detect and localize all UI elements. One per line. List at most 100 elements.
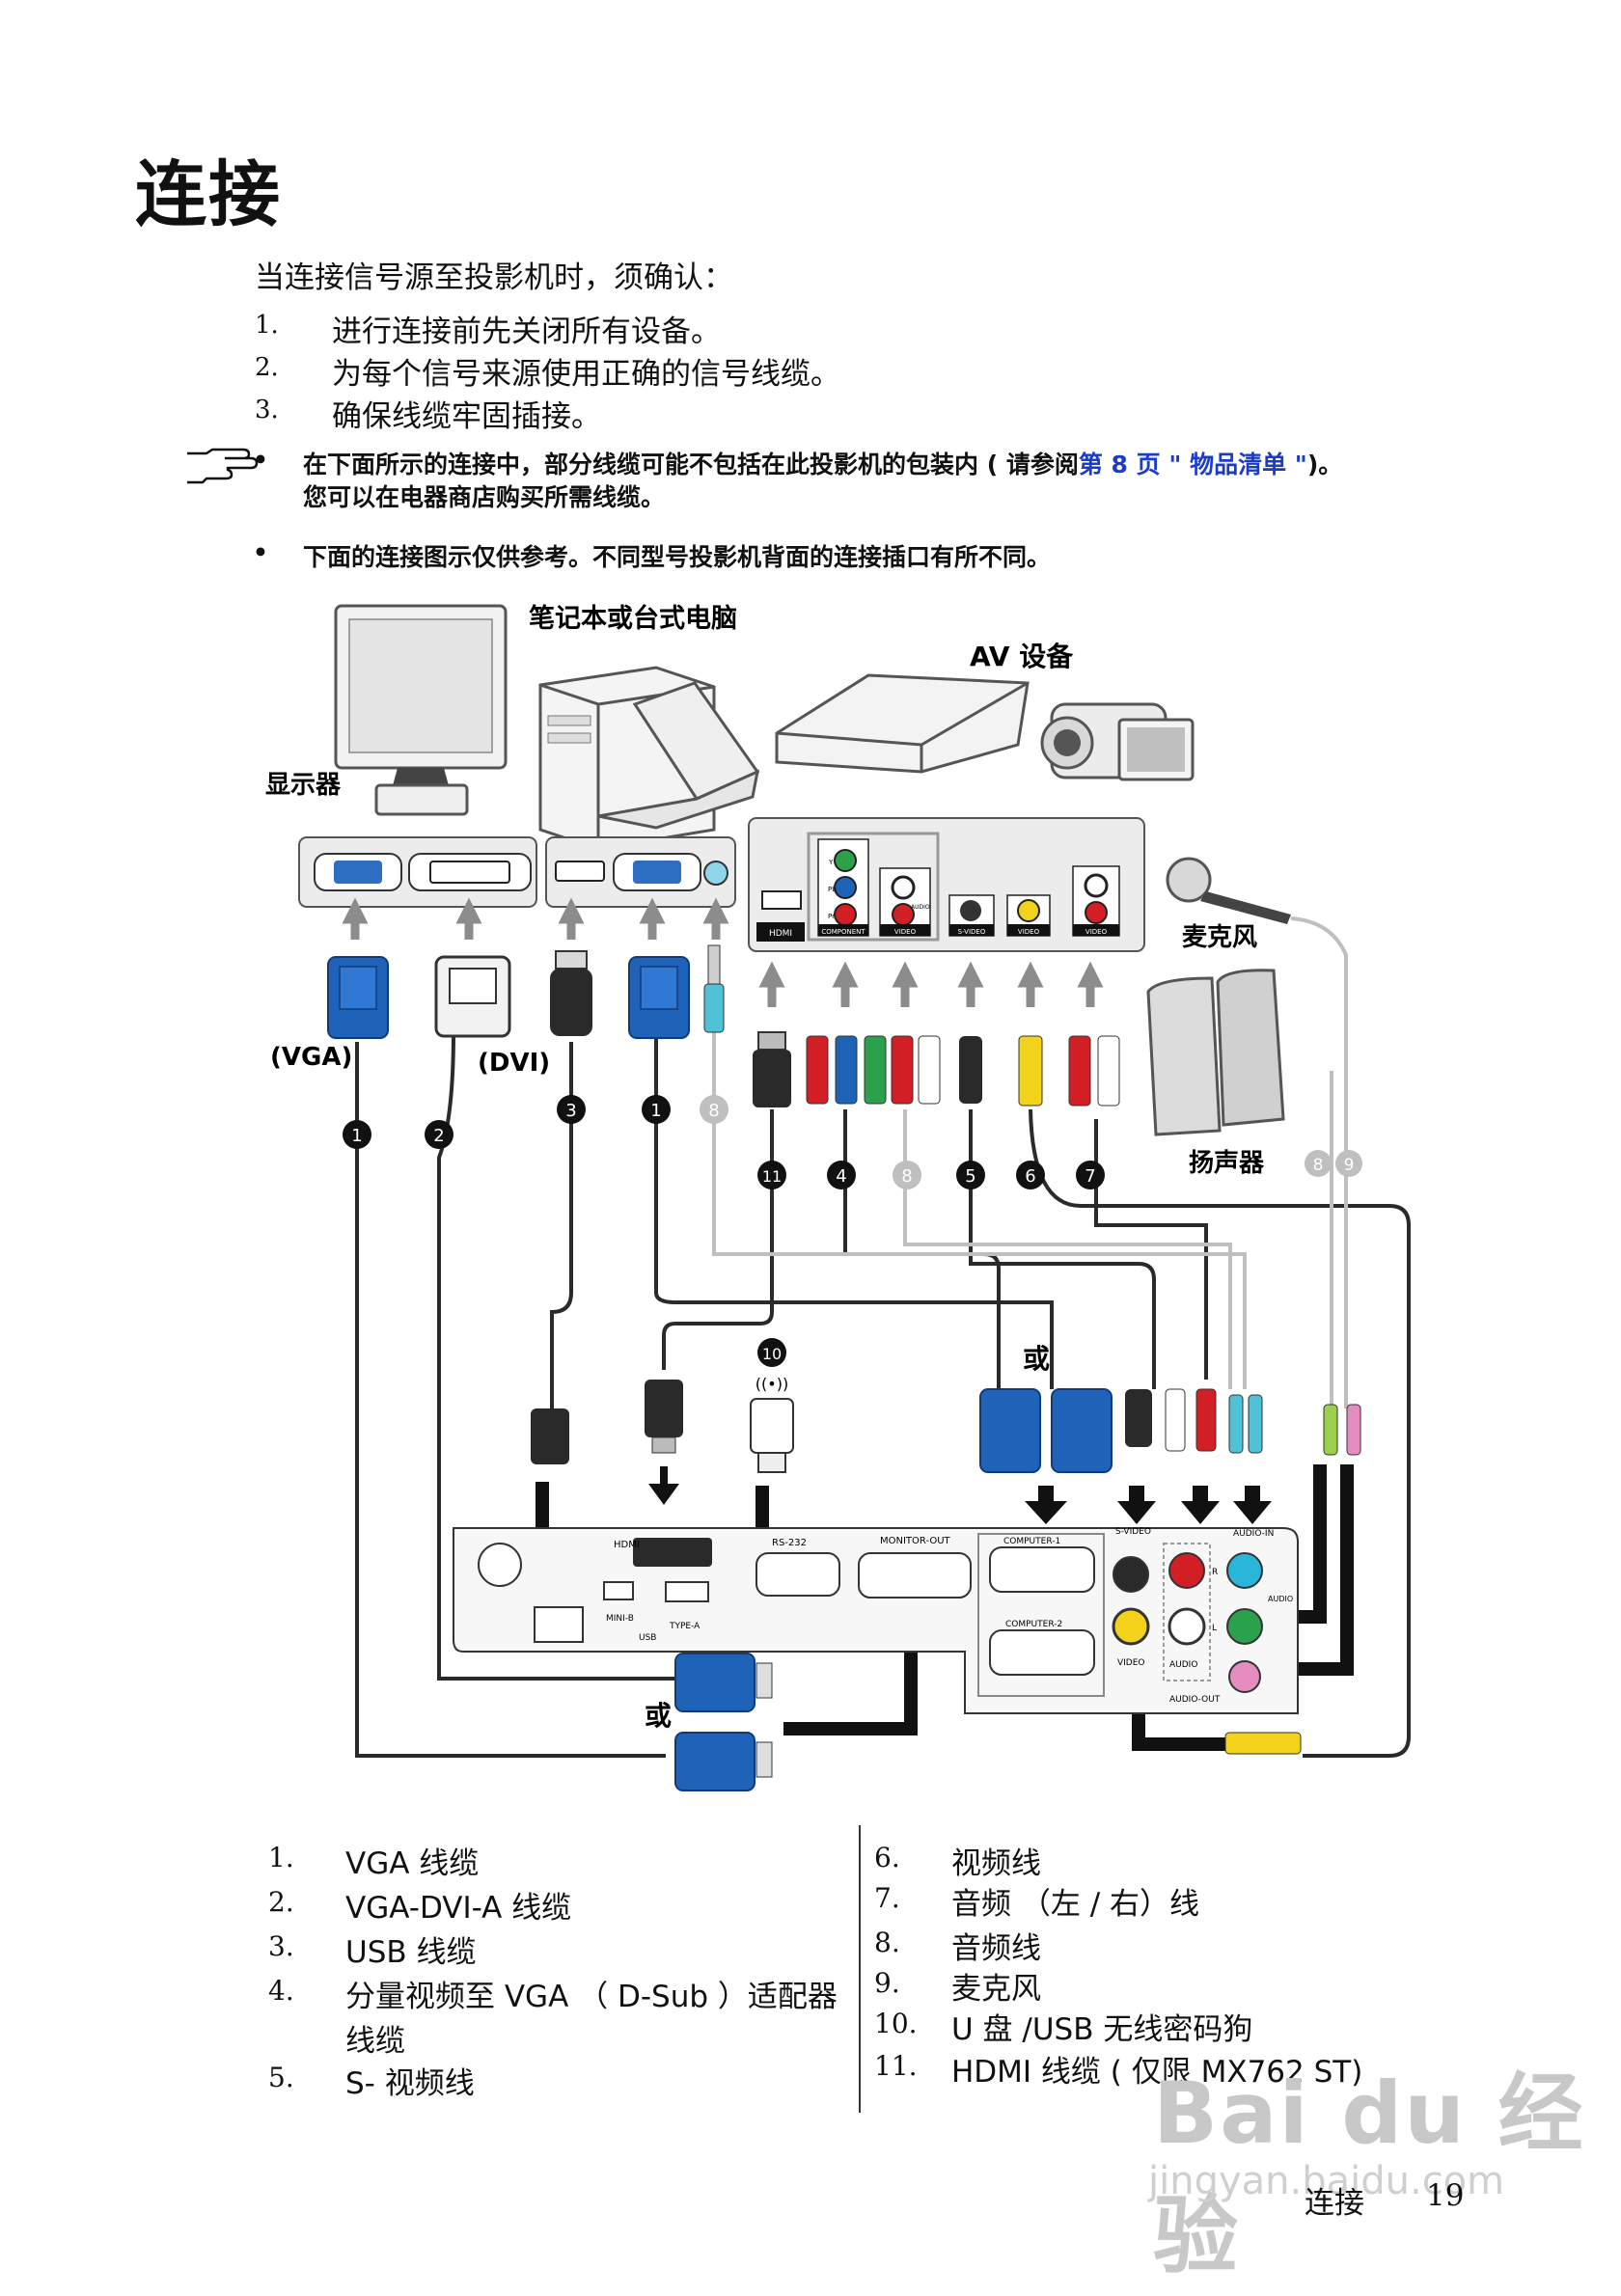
- step-number: 3.: [255, 396, 279, 424]
- legend-text: 视频线: [951, 1846, 1041, 1881]
- dvi-connector: [434, 955, 511, 1038]
- cables: [355, 1031, 1411, 1758]
- vga-label: (VGA): [270, 1043, 352, 1072]
- legend-text: U 盘 /USB 无线密码狗: [951, 2012, 1253, 2047]
- type-a-label: TYPE-A: [669, 1622, 701, 1631]
- or-label-1: 或: [1023, 1343, 1050, 1375]
- legend-num: 6.: [874, 1842, 900, 1873]
- yellow-rca-plug: [1224, 1732, 1302, 1755]
- computer-label: 笔记本或台式电脑: [529, 603, 737, 634]
- legend-num: 1.: [268, 1842, 294, 1873]
- item-list-link[interactable]: 第 8 页 " 物品清单 ": [1078, 451, 1307, 478]
- down-arrows: [648, 1466, 1272, 1524]
- monitor-icon: [334, 604, 508, 816]
- note-1-text: 在下面所示的连接中，部分线缆可能不包括在此投影机的包装内 ( 请参阅: [303, 451, 1079, 478]
- footer-section: 连接: [1305, 2186, 1364, 2221]
- svg-text:1: 1: [650, 1101, 661, 1121]
- proj-svideo-label: S-VIDEO: [1115, 1527, 1151, 1537]
- page-number: 19: [1426, 2178, 1465, 2213]
- legend-num: 5.: [268, 2062, 294, 2093]
- laptop-icon: [597, 681, 760, 830]
- component-rca-connectors: [806, 1035, 941, 1105]
- svg-text:4: 4: [836, 1166, 846, 1187]
- projector-back-panel: HDMI MINI-B TYPE-A USB RS-232 MONITOR-OU…: [453, 1527, 1299, 1714]
- av-device-label: AV 设备: [970, 641, 1074, 672]
- bullet: •: [253, 446, 268, 474]
- svg-text:6: 6: [1025, 1166, 1035, 1187]
- pr-label: Pr: [828, 913, 835, 920]
- legend-num: 8.: [874, 1927, 900, 1958]
- speaker-icon: [1146, 969, 1285, 1136]
- step-text: 为每个信号来源使用正确的信号线缆。: [332, 357, 840, 392]
- audio-rca-plugs-lower: [1165, 1388, 1361, 1456]
- legend-num: 7.: [874, 1882, 900, 1914]
- svg-text:5: 5: [965, 1166, 975, 1187]
- cable-markers: 1 2 3 1 8 11 4 8 5 6 8 9 7 10: [343, 1095, 1362, 1367]
- legend-left: 1.VGA 线缆 2.VGA-DVI-A 线缆 3.USB 线缆 4.分量视频至…: [268, 1839, 847, 2128]
- proj-video-label: VIDEO: [1117, 1658, 1145, 1668]
- svg-text:2: 2: [433, 1126, 444, 1146]
- audio-out-label: AUDIO-OUT: [1169, 1695, 1221, 1705]
- svg-text:8: 8: [1313, 1156, 1324, 1175]
- audio-small-label: AUDIO: [911, 904, 930, 911]
- legend-text: 线缆: [345, 2024, 405, 2059]
- audio-cables: [712, 984, 1348, 1408]
- note-1-tail: )。: [1306, 451, 1343, 478]
- svg-text:8: 8: [901, 1166, 912, 1187]
- note-1: 在下面所示的连接中，部分线缆可能不包括在此投影机的包装内 ( 请参阅第 8 页 …: [303, 446, 1342, 480]
- camcorder-icon: [1040, 702, 1195, 781]
- legend-text: 音频 （左 / 右）线: [951, 1887, 1200, 1922]
- proj-hdmi-label: HDMI: [614, 1540, 640, 1550]
- svg-text:7: 7: [1085, 1166, 1095, 1187]
- computer2-label: COMPUTER-2: [1005, 1620, 1062, 1629]
- intro-text: 当连接信号源至投影机时，须确认：: [255, 260, 733, 295]
- r-label: R: [1212, 1568, 1218, 1577]
- svg-text:8: 8: [708, 1101, 719, 1121]
- hdmi-port-label: HDMI: [769, 929, 792, 939]
- usb-label: USB: [639, 1633, 656, 1643]
- watermark-logo: Bai du 经验: [1153, 2064, 1585, 2285]
- legend-divider: [859, 1825, 861, 2113]
- legend-text: 麦克风: [951, 1972, 1041, 2007]
- legend-num: 4.: [268, 1975, 294, 2007]
- dvd-player-icon: [775, 673, 1030, 774]
- dvi-label: (DVI): [478, 1049, 550, 1078]
- video-port-label-3: VIDEO: [1085, 928, 1108, 936]
- legend-num: 9.: [874, 1967, 900, 1999]
- legend-text: HDMI 线缆 ( 仅限 MX762 ST): [951, 2055, 1363, 2090]
- video-rca-connectors: [1018, 1035, 1120, 1107]
- svideo-port-label: S-VIDEO: [958, 928, 986, 936]
- usb-dongle-icon: ((•)): [750, 1375, 794, 1473]
- or-label-2: 或: [645, 1700, 672, 1732]
- vga-connector-2: [628, 956, 690, 1039]
- page-title: 连接: [135, 153, 282, 236]
- pointing-hand-icon: [183, 444, 261, 490]
- step-text: 确保线缆牢固插接。: [332, 399, 601, 434]
- legend-num: 2.: [268, 1886, 294, 1918]
- legend-text: 分量视频至 VGA （ D-Sub ）适配器: [345, 1980, 838, 2014]
- legend-text: VGA 线缆: [345, 1846, 480, 1881]
- svg-text:1: 1: [351, 1126, 362, 1146]
- legend-text: USB 线缆: [345, 1935, 477, 1970]
- legend-right: 6.视频线 7.音频 （左 / 右）线 8.音频线 9.麦克风 10.U 盘 /…: [874, 1839, 1453, 2128]
- microphone-label: 麦克风: [1182, 923, 1257, 952]
- svg-text:10: 10: [762, 1345, 782, 1363]
- hdmi-plug-lower: [645, 1380, 683, 1454]
- step-number: 2.: [255, 353, 279, 382]
- av-port-panel: HDMI Y Pb Pr COMPONENT VIDEO AUDIO S-VID…: [748, 817, 1145, 952]
- audio-jack-connector: [703, 944, 725, 1033]
- video-port-label-2: VIDEO: [1018, 928, 1040, 936]
- vga-connectors-component: [979, 1388, 1113, 1473]
- component-port-label: COMPONENT: [821, 928, 865, 936]
- svideo-connector: [959, 1036, 982, 1104]
- svg-text:11: 11: [762, 1167, 782, 1186]
- step-number: 1.: [255, 311, 279, 340]
- step-text: 进行连接前先关闭所有设备。: [332, 314, 721, 349]
- legend-num: 3.: [268, 1930, 294, 1962]
- note-2: 下面的连接图示仅供参考。不同型号投影机背面的连接插口有所不同。: [303, 543, 1052, 571]
- computer-port-panel: [545, 836, 736, 908]
- pb-label: Pb: [828, 886, 837, 893]
- note-1-line-2: 您可以在电器商店购买所需线缆。: [303, 483, 666, 511]
- legend-num: 10.: [874, 2008, 918, 2039]
